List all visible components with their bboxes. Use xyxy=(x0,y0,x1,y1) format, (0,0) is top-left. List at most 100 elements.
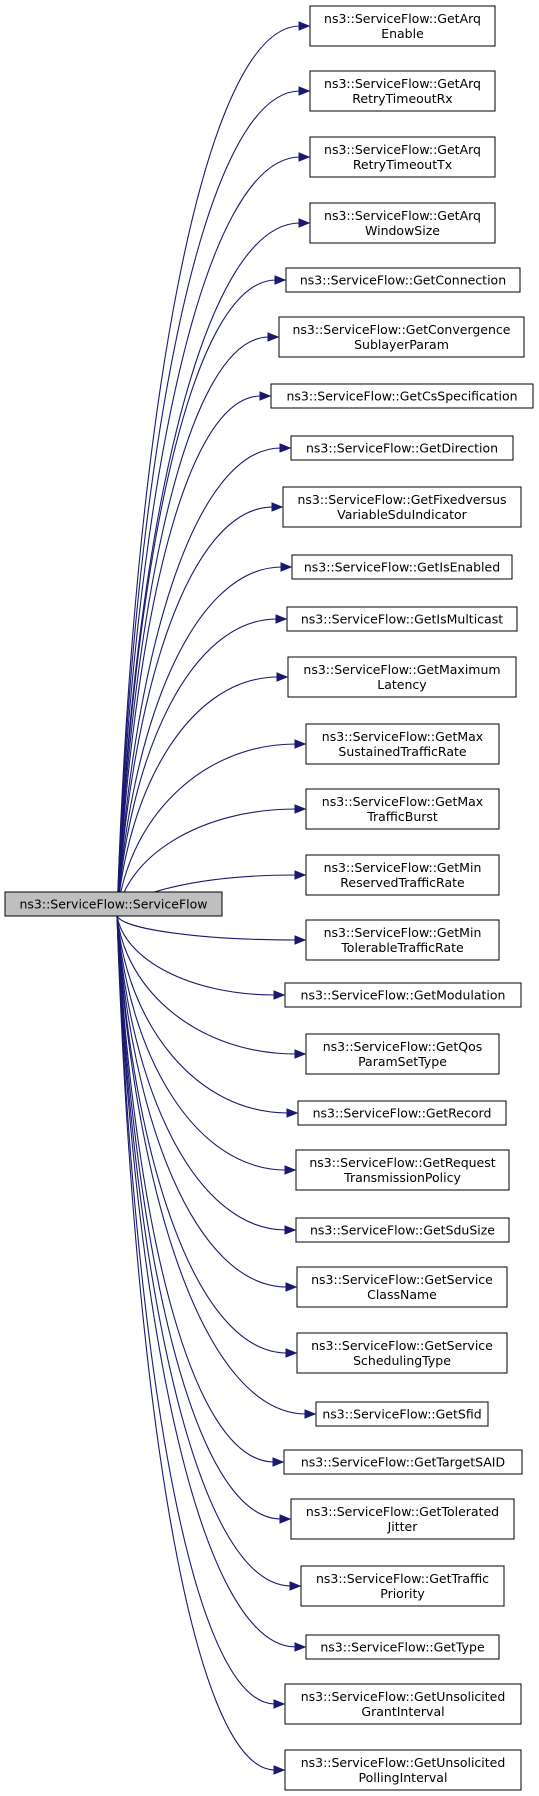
arrow-head xyxy=(286,1108,299,1118)
callee-node-getmodulation[interactable]: ns3::ServiceFlow::GetModulation xyxy=(284,982,522,1008)
callee-node-label: ns3::ServiceFlow::GetRecord xyxy=(313,1106,492,1121)
call-edges xyxy=(116,21,317,1775)
callee-node-getmin-tolerabletrafficrate[interactable]: ns3::ServiceFlow::GetMinTolerableTraffic… xyxy=(305,919,500,961)
callee-node-gettargetsaid[interactable]: ns3::ServiceFlow::GetTargetSAID xyxy=(283,1449,523,1475)
arrow-head xyxy=(267,332,280,342)
callee-node-getconvergence-sublayerparam[interactable]: ns3::ServiceFlow::GetConvergenceSublayer… xyxy=(278,316,525,358)
callee-node-label: ns3::ServiceFlow::GetType xyxy=(320,1640,485,1655)
arrow-head xyxy=(294,935,307,945)
callee-node-getfixedversus-variablesduindicator[interactable]: ns3::ServiceFlow::GetFixedversusVariable… xyxy=(282,486,522,528)
callee-node-label: Enable xyxy=(381,26,424,41)
callee-node-label: ns3::ServiceFlow::GetMax xyxy=(322,794,483,809)
callee-node-label: RetryTimeoutTx xyxy=(353,157,452,172)
call-edge xyxy=(116,447,282,917)
callee-node-label: Priority xyxy=(380,1586,425,1601)
call-edge xyxy=(116,915,288,1354)
callee-node-getsfid[interactable]: ns3::ServiceFlow::GetSfid xyxy=(315,1401,489,1427)
arrow-head xyxy=(259,391,272,401)
arrow-head xyxy=(276,672,289,682)
callee-node-getunsolicited-pollinginterval[interactable]: ns3::ServiceFlow::GetUnsolicitedPollingI… xyxy=(284,1749,522,1791)
call-edge xyxy=(116,915,282,1520)
call-edge xyxy=(116,915,292,1587)
callee-node-getdirection[interactable]: ns3::ServiceFlow::GetDirection xyxy=(290,435,514,461)
callee-node-label: SublayerParam xyxy=(354,337,449,352)
callee-nodes: ns3::ServiceFlow::GetArqEnablens3::Servi… xyxy=(270,5,534,1791)
arrow-head xyxy=(279,443,292,453)
callee-node-getisenabled[interactable]: ns3::ServiceFlow::GetIsEnabled xyxy=(291,554,513,580)
callee-node-label: ns3::ServiceFlow::GetFixedversus xyxy=(297,492,506,507)
callee-node-label: ns3::ServiceFlow::GetUnsolicited xyxy=(301,1755,506,1770)
callee-node-label: ns3::ServiceFlow::GetService xyxy=(311,1338,493,1353)
callee-node-label: ReservedTrafficRate xyxy=(340,875,465,890)
call-edge xyxy=(116,566,283,917)
call-edge xyxy=(116,915,276,1771)
callee-node-label: SustainedTrafficRate xyxy=(338,744,466,759)
callee-node-label: SchedulingType xyxy=(353,1353,451,1368)
callee-node-label: PollingInterval xyxy=(359,1770,448,1785)
callee-node-label: ns3::ServiceFlow::GetTolerated xyxy=(306,1504,499,1519)
callee-node-getconnection[interactable]: ns3::ServiceFlow::GetConnection xyxy=(285,267,521,293)
call-edge xyxy=(116,915,307,1415)
callee-node-label: ns3::ServiceFlow::GetTargetSAID xyxy=(301,1455,505,1470)
callee-node-getsdusize[interactable]: ns3::ServiceFlow::GetSduSize xyxy=(295,1217,510,1243)
callee-node-getrecord[interactable]: ns3::ServiceFlow::GetRecord xyxy=(297,1100,507,1126)
arrow-head xyxy=(285,1348,298,1358)
callee-node-getmin-reservedtrafficrate[interactable]: ns3::ServiceFlow::GetMinReservedTrafficR… xyxy=(305,854,500,896)
call-edge xyxy=(116,90,301,917)
callee-node-label: ns3::ServiceFlow::GetMaximum xyxy=(303,662,500,677)
arrow-head xyxy=(274,275,287,285)
callee-node-label: ns3::ServiceFlow::GetArq xyxy=(324,11,481,26)
arrow-head xyxy=(271,502,284,512)
arrow-head xyxy=(285,1282,298,1292)
callee-node-label: ns3::ServiceFlow::GetArq xyxy=(324,208,481,223)
arrow-head xyxy=(275,614,288,624)
callee-node-label: ClassName xyxy=(367,1287,437,1302)
callee-node-label: ns3::ServiceFlow::GetRequest xyxy=(309,1155,495,1170)
callee-node-label: ns3::ServiceFlow::GetMin xyxy=(324,860,482,875)
callee-node-label: ns3::ServiceFlow::GetArq xyxy=(324,142,481,157)
callee-node-label: ns3::ServiceFlow::GetIsEnabled xyxy=(304,560,500,575)
callee-node-getcsspecification[interactable]: ns3::ServiceFlow::GetCsSpecification xyxy=(270,383,534,409)
callee-node-getmax-sustainedtrafficrate[interactable]: ns3::ServiceFlow::GetMaxSustainedTraffic… xyxy=(305,723,500,765)
callee-node-getservice-schedulingtype[interactable]: ns3::ServiceFlow::GetServiceSchedulingTy… xyxy=(296,1332,508,1374)
callee-node-label: ns3::ServiceFlow::GetIsMulticast xyxy=(301,612,503,627)
callee-node-label: WindowSize xyxy=(365,223,440,238)
arrow-head xyxy=(298,21,311,31)
callee-node-getismulticast[interactable]: ns3::ServiceFlow::GetIsMulticast xyxy=(286,606,518,632)
call-edge xyxy=(116,915,287,1171)
call-edge xyxy=(116,915,287,1231)
call-edge xyxy=(116,156,301,917)
arrow-head xyxy=(298,218,311,228)
callee-node-label: ns3::ServiceFlow::GetMin xyxy=(324,925,482,940)
root-node-label: ns3::ServiceFlow::ServiceFlow xyxy=(19,897,207,912)
callee-node-label: ns3::ServiceFlow::GetArq xyxy=(324,76,481,91)
call-edge xyxy=(116,915,297,941)
callee-node-gettype[interactable]: ns3::ServiceFlow::GetType xyxy=(305,1634,500,1660)
callee-node-label: TransmissionPolicy xyxy=(343,1170,461,1185)
callee-node-label: ns3::ServiceFlow::GetMax xyxy=(322,729,483,744)
callee-node-getunsolicited-grantinterval[interactable]: ns3::ServiceFlow::GetUnsolicitedGrantInt… xyxy=(284,1683,522,1725)
callee-node-label: RetryTimeoutRx xyxy=(352,91,452,106)
arrow-head xyxy=(298,152,311,162)
callee-node-label: ns3::ServiceFlow::GetDirection xyxy=(306,441,498,456)
callee-node-label: ns3::ServiceFlow::GetQos xyxy=(323,1039,483,1054)
callee-node-label: ns3::ServiceFlow::GetSduSize xyxy=(310,1223,495,1238)
call-edge xyxy=(116,915,275,1463)
arrow-head xyxy=(294,1642,307,1652)
root-node[interactable]: ns3::ServiceFlow::ServiceFlow xyxy=(4,891,223,917)
callee-node-getrequest-transmissionpolicy[interactable]: ns3::ServiceFlow::GetRequestTransmission… xyxy=(295,1149,510,1191)
call-edge xyxy=(116,506,274,917)
call-edge xyxy=(116,915,289,1114)
callee-node-label: TrafficBurst xyxy=(366,809,438,824)
callee-node-label: ns3::ServiceFlow::GetConnection xyxy=(300,273,506,288)
